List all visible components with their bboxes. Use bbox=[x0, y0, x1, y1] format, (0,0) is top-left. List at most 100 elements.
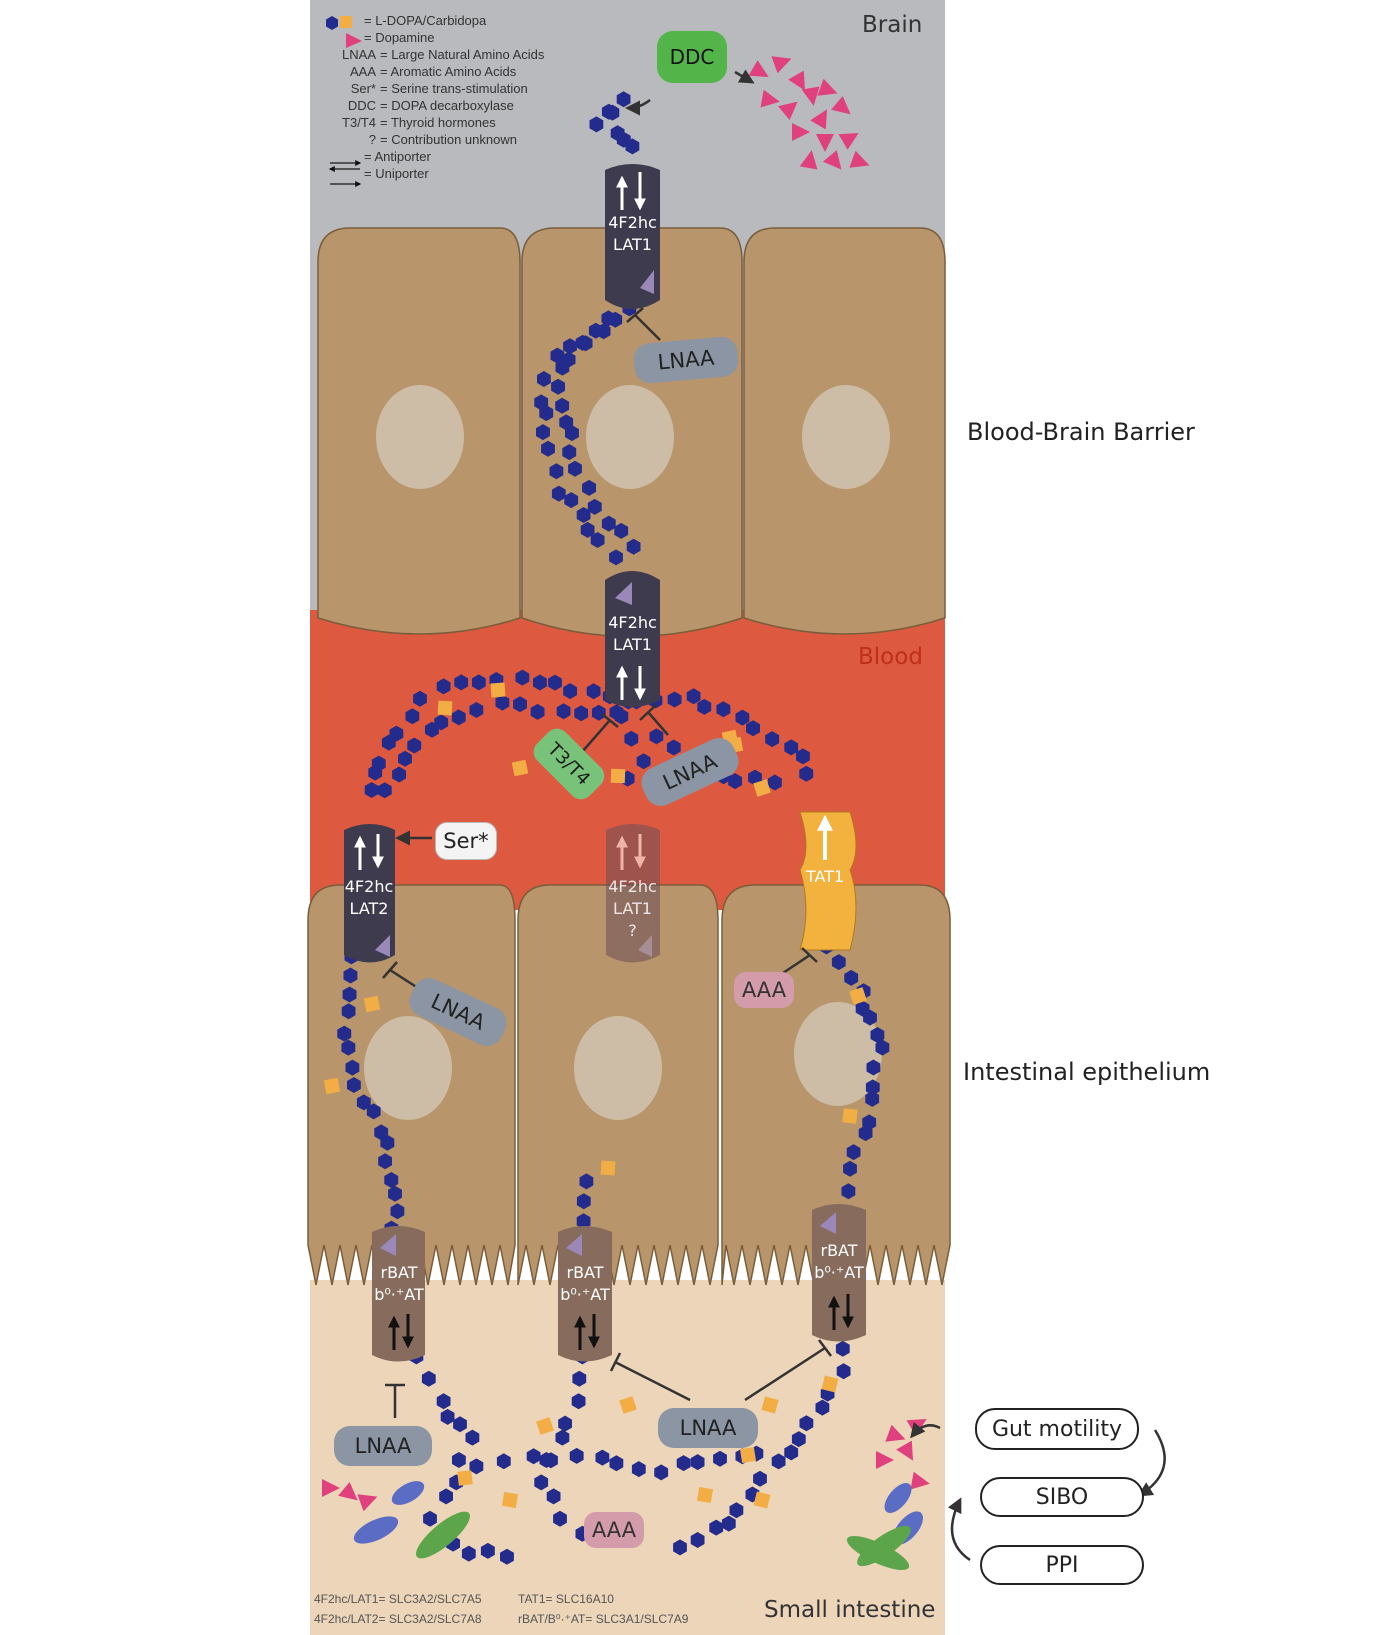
ldopa-molecule bbox=[587, 498, 602, 515]
ldopa-molecule bbox=[558, 1415, 572, 1432]
ldopa-molecule bbox=[578, 335, 593, 352]
ldopa-molecule bbox=[388, 1185, 402, 1202]
ldopa-molecule bbox=[392, 766, 406, 783]
ldopa-molecule bbox=[384, 1172, 399, 1188]
epithelial-nuclei bbox=[364, 1002, 882, 1120]
ldopa-molecule bbox=[452, 1452, 466, 1468]
ldopa-molecule bbox=[347, 1077, 361, 1093]
lat1-epithelium-line1: 4F2hc bbox=[608, 877, 657, 896]
ldopa-molecule bbox=[799, 1415, 814, 1432]
ldopa-molecule bbox=[721, 1515, 736, 1532]
ldopa-molecule bbox=[541, 440, 555, 457]
carbidopa-molecule bbox=[739, 1446, 757, 1464]
legend-ddc-row: DDC= DOPA decarboxylase bbox=[318, 97, 544, 114]
ldopa-molecule bbox=[341, 1039, 356, 1056]
ldopa-molecule bbox=[713, 1450, 727, 1467]
ldopa-molecule bbox=[556, 703, 571, 720]
ldopa-molecule bbox=[440, 1408, 455, 1425]
ldopa-molecule bbox=[551, 485, 566, 502]
ldopa-molecule bbox=[576, 1213, 591, 1230]
lat1-epithelium-label: 4F2hc LAT1 ? bbox=[600, 876, 665, 942]
ldopa-molecule bbox=[480, 1542, 495, 1559]
ldopa-molecule bbox=[588, 322, 603, 339]
ldopa-molecule bbox=[601, 103, 616, 120]
dopamine-molecule bbox=[876, 1451, 894, 1469]
ldopa-molecule bbox=[609, 549, 623, 566]
ldopa-molecule bbox=[729, 1502, 744, 1519]
ldopa-molecule bbox=[870, 1027, 885, 1043]
bbb-nuclei bbox=[376, 385, 890, 489]
side-label-intestinal-epithelium: Intestinal epithelium bbox=[963, 1058, 1211, 1086]
ldopa-molecule bbox=[405, 708, 420, 725]
carbidopa-molecule bbox=[457, 1470, 473, 1486]
dopamine-molecule bbox=[849, 150, 870, 168]
ldopa-molecule bbox=[716, 701, 731, 718]
ldopa-molecule bbox=[636, 753, 651, 770]
legend-ldopa-symbol bbox=[326, 16, 338, 30]
dopamine-molecule bbox=[778, 101, 798, 121]
carbidopa-molecule bbox=[511, 759, 529, 777]
rbat-right-line1: rBAT bbox=[820, 1241, 858, 1260]
ldopa-molecule bbox=[831, 954, 846, 971]
ldopa-molecule bbox=[364, 782, 379, 798]
ldopa-molecule bbox=[342, 986, 357, 1003]
ldopa-molecule bbox=[576, 507, 591, 523]
ldopa-molecule bbox=[555, 1429, 570, 1446]
ldopa-molecule bbox=[536, 424, 550, 441]
legend-q: = Contribution unknown bbox=[380, 132, 517, 147]
ldopa-molecule bbox=[495, 694, 510, 711]
lat1-bbb-apical-line1: 4F2hc bbox=[608, 213, 657, 232]
lat2-label: 4F2hc LAT2 bbox=[338, 876, 400, 920]
ldopa-molecule bbox=[614, 522, 629, 539]
dopamine-molecule bbox=[910, 1471, 930, 1490]
rbat-right-line2: b⁰·⁺AT bbox=[814, 1263, 864, 1282]
carbidopa-molecule bbox=[501, 1491, 519, 1509]
ldopa-molecule bbox=[667, 691, 682, 708]
ldopa-molecule bbox=[863, 1009, 877, 1026]
carbidopa-molecule bbox=[600, 1160, 616, 1176]
ldopa-molecule bbox=[343, 967, 358, 984]
legend-antiporter: = Antiporter bbox=[364, 149, 431, 164]
ldopa-molecule bbox=[500, 1548, 514, 1565]
ldopa-molecule bbox=[534, 1474, 549, 1491]
carbidopa-molecule bbox=[753, 779, 771, 797]
ldopa-molecule bbox=[451, 709, 466, 726]
dopamine-molecule bbox=[885, 1424, 906, 1442]
ldopa-molecule bbox=[673, 1539, 687, 1556]
ldopa-molecule bbox=[563, 683, 577, 700]
footnote-tat1: TAT1= SLC16A10 bbox=[518, 1592, 614, 1606]
ldopa-molecule bbox=[591, 704, 606, 721]
ldopa-molecule bbox=[544, 1452, 558, 1469]
carbidopa-molecule bbox=[619, 1396, 637, 1414]
ldopa-molecule bbox=[799, 765, 814, 782]
lat1-bbb-basal-label: 4F2hc LAT1 bbox=[600, 612, 665, 656]
ldopa-molecule bbox=[626, 538, 641, 555]
ldopa-molecule bbox=[550, 347, 565, 364]
ldopa-molecule bbox=[546, 1488, 561, 1505]
rbat-middle-label: rBAT b⁰·⁺AT bbox=[551, 1262, 619, 1306]
ldopa-molecule bbox=[496, 1453, 511, 1470]
ldopa-molecule bbox=[548, 674, 562, 691]
ldopa-molecule bbox=[569, 1447, 584, 1464]
ldopa-molecule bbox=[439, 1488, 453, 1505]
ldopa-molecule bbox=[461, 1545, 476, 1562]
ldopa-molecule bbox=[469, 1458, 484, 1475]
ldopa-molecule bbox=[562, 444, 577, 461]
lat1-bbb-apical-transporter bbox=[605, 164, 660, 309]
dopamine-molecule bbox=[816, 134, 834, 152]
dopamine-molecule bbox=[760, 89, 780, 108]
legend-symbols bbox=[326, 16, 362, 187]
dopamine-molecule bbox=[338, 1481, 358, 1501]
ldopa-molecule bbox=[796, 748, 810, 765]
ldopa-molecule bbox=[465, 1429, 480, 1446]
ldopa-molecule bbox=[381, 734, 396, 751]
lat1-epithelium-question: ? bbox=[628, 921, 637, 940]
ldopa-molecule bbox=[533, 674, 547, 691]
carbidopa-molecule bbox=[849, 987, 867, 1005]
ldopa-molecule bbox=[654, 1464, 669, 1481]
ldopa-molecule bbox=[572, 1370, 587, 1387]
ldopa-molecule bbox=[586, 683, 601, 700]
ldopa-molecule bbox=[631, 1461, 646, 1478]
legend-ldopa: = L-DOPA/Carbidopa bbox=[364, 13, 487, 28]
lat1-bbb-basal-line2: LAT1 bbox=[613, 635, 652, 654]
